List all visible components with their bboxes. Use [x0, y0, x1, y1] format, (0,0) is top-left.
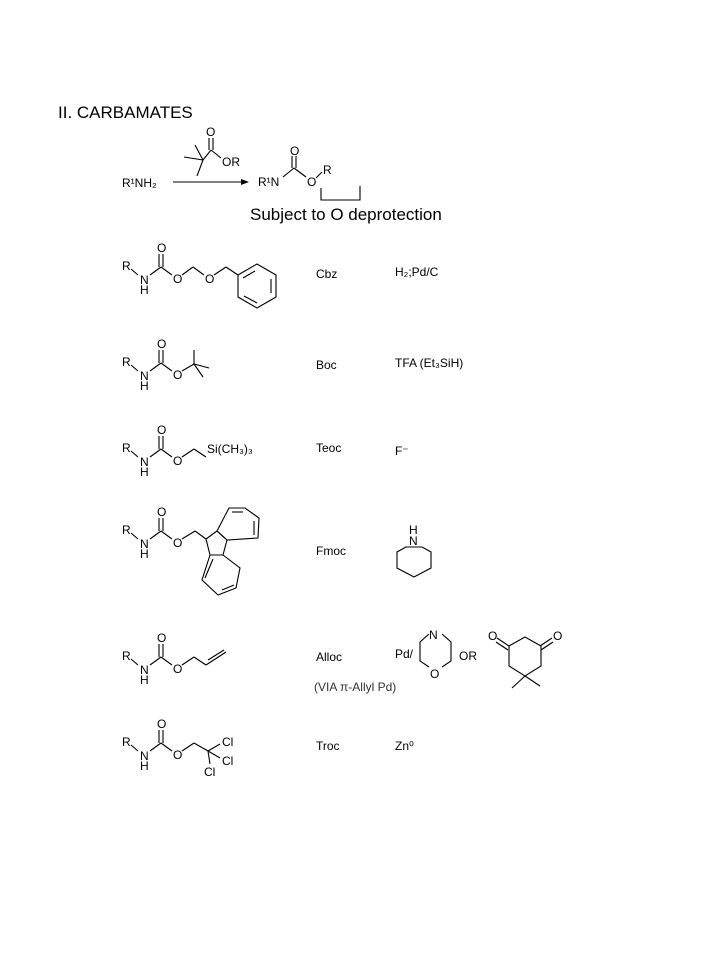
boc-structure: R N H O O [122, 337, 210, 393]
morpholine-o: O [430, 667, 439, 681]
product-r1n: R¹N [258, 175, 279, 189]
piperidine-reagent: H N [396, 523, 432, 578]
troc-reagent: Zn⁰ [395, 739, 414, 753]
fmoc-carbonyl-o: O [157, 505, 166, 519]
troc-r: R [122, 735, 131, 749]
fmoc-abbreviation: Fmoc [316, 544, 346, 558]
troc-abbreviation: Troc [316, 739, 340, 753]
alloc-r: R [122, 649, 131, 663]
fmoc-h: H [140, 547, 149, 561]
cbz-ether-o: O [205, 272, 214, 286]
boc-abbreviation: Boc [316, 358, 337, 372]
morpholine-reagent: N O [419, 628, 452, 681]
reaction-arrow [173, 179, 249, 185]
product-ester-o: O [307, 175, 316, 189]
fmoc-ester-o: O [173, 536, 182, 550]
boc-h: H [140, 379, 149, 393]
troc-cl-2: Cl [222, 754, 233, 768]
boc-reagent: TFA (Et₃SiH) [395, 356, 463, 370]
teoc-ester-o: O [173, 454, 182, 468]
alloc-structure: R N H O O [122, 631, 227, 687]
teoc-h: H [140, 465, 149, 479]
product-carbonyl-o: O [290, 144, 299, 158]
alloc-or: OR [459, 649, 477, 663]
product-structure: R¹N O O R [258, 144, 361, 201]
dimedone-reagent: O O [488, 629, 562, 689]
product-r: R [323, 163, 332, 177]
teoc-structure: R N H O O Si(CH₃)₃ [122, 423, 253, 479]
cbz-h: H [140, 283, 149, 297]
troc-cl-1: Cl [222, 735, 233, 749]
boc-carbonyl-o: O [157, 337, 166, 351]
troc-carbonyl-o: O [157, 717, 166, 731]
teoc-r: R [122, 441, 131, 455]
cbz-abbreviation: Cbz [316, 267, 337, 281]
teoc-abbreviation: Teoc [316, 441, 341, 455]
fmoc-structure: R N H O O [122, 505, 260, 596]
teoc-carbonyl-o: O [157, 423, 166, 437]
section-heading: II. CARBAMATES [58, 103, 193, 122]
dimedone-o-right: O [553, 629, 562, 643]
piperidine-n: N [409, 534, 418, 548]
boc-r: R [122, 355, 131, 369]
reagent-o: O [206, 125, 215, 139]
alloc-mechanism-note: (VIA π-Allyl Pd) [314, 680, 396, 694]
troc-cl-3: Cl [204, 765, 215, 779]
cbz-ester-o: O [173, 272, 182, 286]
cbz-n: N [140, 273, 149, 287]
alloc-n: N [140, 663, 149, 677]
alloc-abbreviation: Alloc [316, 650, 342, 664]
cbz-reagent: H₂;Pd/C [395, 265, 439, 279]
troc-h: H [140, 759, 149, 773]
fmoc-r: R [122, 523, 131, 537]
alloc-h: H [140, 673, 149, 687]
cbz-structure: R N H O O O [122, 241, 277, 309]
alloc-carbonyl-o: O [157, 631, 166, 645]
troc-structure: R N H O O Cl Cl Cl [122, 717, 233, 779]
troc-n: N [140, 749, 149, 763]
cbz-r: R [122, 259, 131, 273]
dimedone-o-left: O [488, 629, 497, 643]
fmoc-n: N [140, 537, 149, 551]
piperidine-h: H [409, 523, 418, 537]
deprotection-bracket [320, 186, 361, 201]
troc-ester-o: O [173, 748, 182, 762]
alloc-reagent-pd: Pd/ [395, 647, 414, 661]
teoc-silyl: Si(CH₃)₃ [207, 442, 253, 456]
boc-ester-o: O [173, 368, 182, 382]
teoc-reagent: F⁻ [395, 444, 409, 458]
cbz-carbonyl-o: O [157, 241, 166, 255]
boc-n: N [140, 369, 149, 383]
alloc-ester-o: O [173, 662, 182, 676]
reagent-structure: O OR [183, 125, 240, 177]
reactant-amine: R¹NH₂ [122, 176, 157, 190]
teoc-n: N [140, 455, 149, 469]
morpholine-n: N [429, 628, 438, 642]
reagent-or: OR [222, 155, 240, 169]
deprotection-note: Subject to O deprotection [250, 205, 442, 224]
